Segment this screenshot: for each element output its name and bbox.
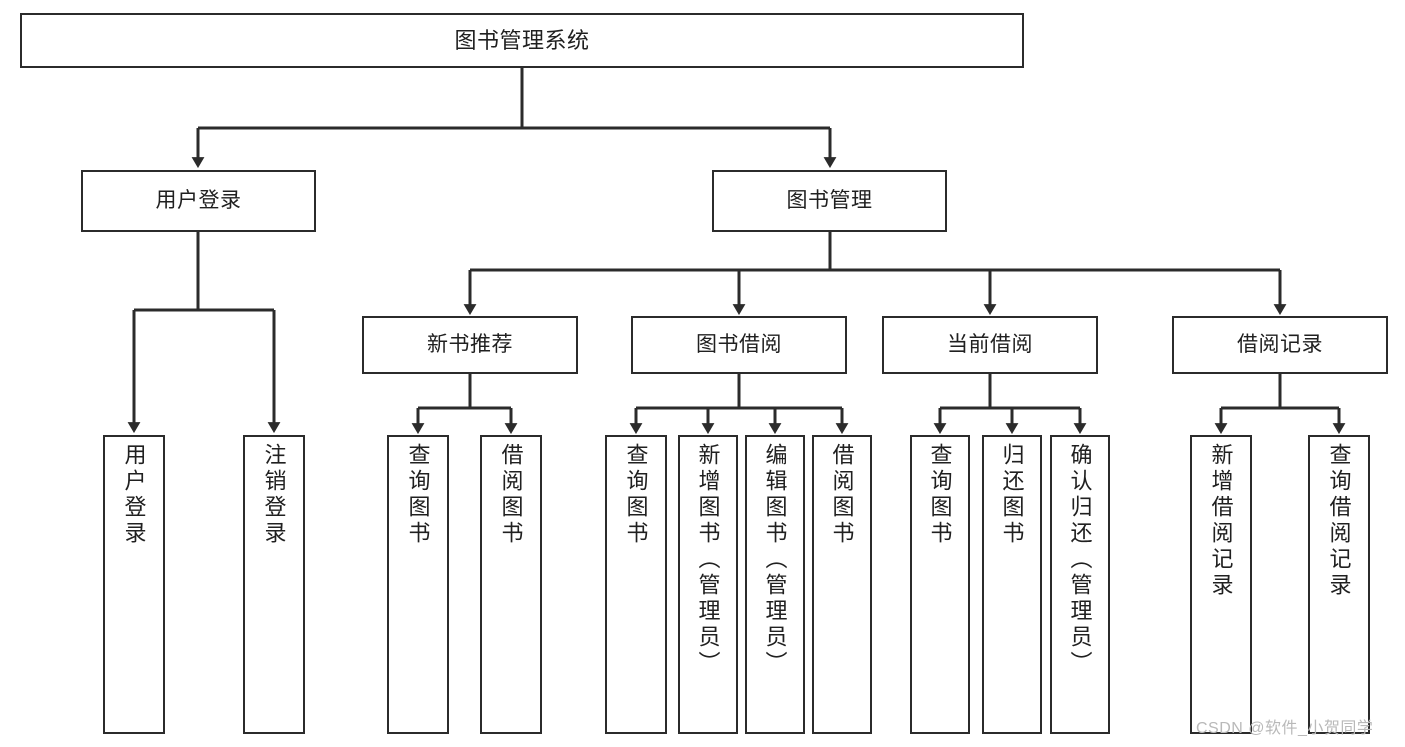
csdn-watermark: CSDN @软件_小贺同学: [1196, 720, 1374, 737]
node-leaf-edit-book[interactable]: 编辑图书（管理员）: [745, 435, 805, 734]
node-leaf-confirm-return[interactable]: 确认归还（管理员）: [1050, 435, 1110, 734]
node-leaf-borrow-book-2-label: 借阅图书: [829, 443, 855, 547]
node-leaf-query-book-1-label: 查询图书: [405, 443, 431, 547]
node-current-borrow-label: 当前借阅: [947, 332, 1033, 356]
node-user-login[interactable]: 用户登录: [81, 170, 316, 232]
node-leaf-add-book[interactable]: 新增图书（管理员）: [678, 435, 738, 734]
node-leaf-add-record[interactable]: 新增借阅记录: [1190, 435, 1252, 734]
node-leaf-return-book-label: 归还图书: [999, 443, 1025, 547]
node-borrow-record-label: 借阅记录: [1237, 332, 1323, 356]
node-leaf-borrow-book-2[interactable]: 借阅图书: [812, 435, 872, 734]
node-new-book-rec[interactable]: 新书推荐: [362, 316, 578, 374]
node-leaf-borrow-book-1-label: 借阅图书: [498, 443, 524, 547]
node-root-label: 图书管理系统: [454, 27, 590, 53]
node-leaf-edit-book-label: 编辑图书（管理员）: [762, 443, 788, 677]
node-leaf-query-book-1[interactable]: 查询图书: [387, 435, 449, 734]
node-leaf-logout[interactable]: 注销登录: [243, 435, 305, 734]
node-leaf-user-login-label: 用户登录: [121, 443, 147, 547]
node-leaf-query-book-2[interactable]: 查询图书: [605, 435, 667, 734]
node-leaf-logout-label: 注销登录: [261, 443, 287, 547]
node-new-book-rec-label: 新书推荐: [427, 332, 513, 356]
node-book-borrow-label: 图书借阅: [696, 332, 782, 356]
node-root[interactable]: 图书管理系统: [20, 13, 1024, 68]
node-book-manage-label: 图书管理: [786, 188, 873, 212]
node-leaf-borrow-book-1[interactable]: 借阅图书: [480, 435, 542, 734]
node-leaf-confirm-return-label: 确认归还（管理员）: [1067, 443, 1093, 677]
node-leaf-query-book-2-label: 查询图书: [623, 443, 649, 547]
node-user-login-label: 用户登录: [155, 188, 242, 212]
node-leaf-user-login[interactable]: 用户登录: [103, 435, 165, 734]
node-leaf-query-book-3[interactable]: 查询图书: [910, 435, 970, 734]
node-book-borrow[interactable]: 图书借阅: [631, 316, 847, 374]
node-leaf-add-book-label: 新增图书（管理员）: [695, 443, 721, 677]
node-leaf-query-record[interactable]: 查询借阅记录: [1308, 435, 1370, 734]
node-borrow-record[interactable]: 借阅记录: [1172, 316, 1388, 374]
node-leaf-query-record-label: 查询借阅记录: [1326, 443, 1352, 599]
node-leaf-add-record-label: 新增借阅记录: [1208, 443, 1234, 599]
node-leaf-query-book-3-label: 查询图书: [927, 443, 953, 547]
node-leaf-return-book[interactable]: 归还图书: [982, 435, 1042, 734]
node-book-manage[interactable]: 图书管理: [712, 170, 947, 232]
node-current-borrow[interactable]: 当前借阅: [882, 316, 1098, 374]
